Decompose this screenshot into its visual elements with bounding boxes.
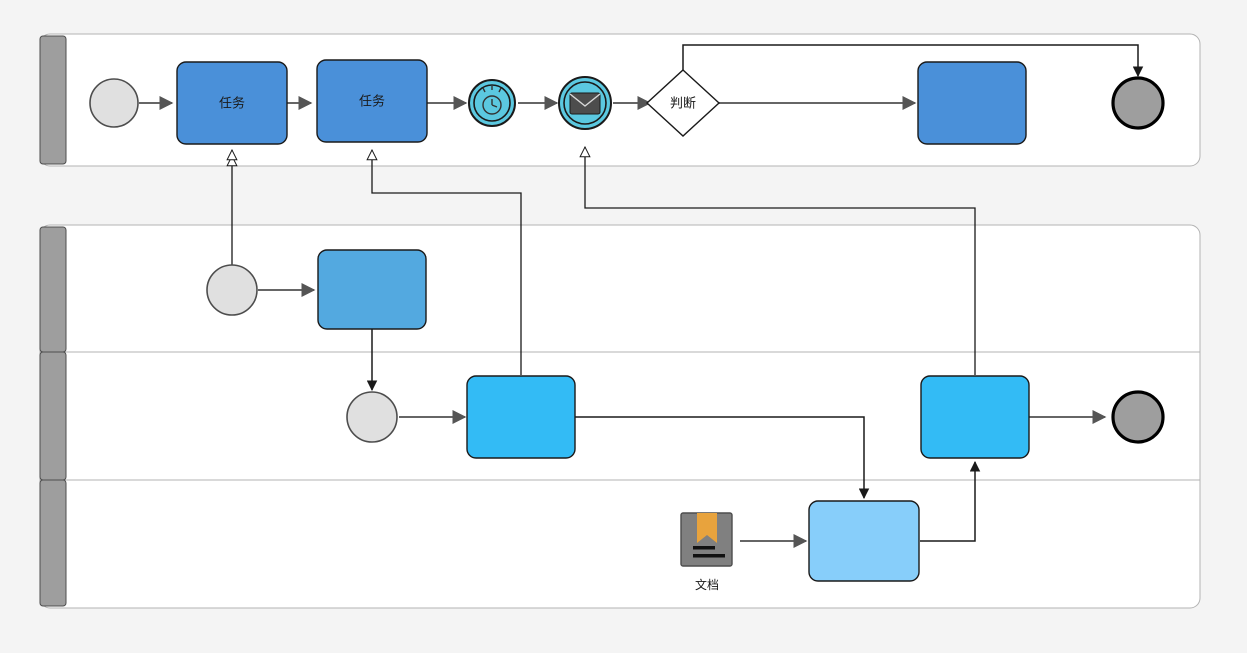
task-1-label: 任务	[219, 96, 245, 112]
gateway-1-label: 判断	[670, 97, 696, 112]
task-7[interactable]	[808, 500, 920, 582]
lane-header-2[interactable]	[39, 226, 67, 353]
task-3[interactable]	[917, 61, 1027, 145]
data-object-label: 文档	[695, 577, 719, 592]
task-1[interactable]: 任务	[176, 61, 288, 145]
message-event[interactable]	[558, 76, 612, 130]
lane-header-3[interactable]	[39, 351, 67, 481]
task-2[interactable]: 任务	[316, 59, 428, 143]
lane-header-1[interactable]	[39, 35, 67, 165]
bookmark-ribbon-icon	[697, 513, 717, 543]
task-2-label: 任务	[359, 94, 385, 110]
task-4[interactable]	[317, 249, 427, 330]
document-line-2	[693, 554, 725, 558]
task-5[interactable]	[466, 375, 576, 459]
flow-gateway-top-to-end1	[682, 44, 1144, 78]
msgflow-task5-to-task2	[372, 150, 522, 375]
flow-task7-to-task6	[920, 460, 981, 542]
start-event-3[interactable]	[346, 391, 398, 443]
document-line-1	[693, 546, 715, 550]
gateway-1[interactable]: 判断	[645, 69, 721, 137]
start-event-2[interactable]	[206, 264, 258, 316]
msgflow-task6-to-message-event	[585, 147, 976, 375]
start-event-1[interactable]	[89, 78, 139, 128]
end-event-1[interactable]	[1111, 76, 1165, 130]
data-object-document[interactable]: 文档	[680, 512, 733, 592]
lane-header-4[interactable]	[39, 479, 67, 607]
flow-task5-to-task7	[574, 416, 870, 500]
task-6[interactable]	[920, 375, 1030, 459]
timer-event[interactable]	[468, 79, 516, 127]
end-event-2[interactable]	[1111, 390, 1165, 444]
